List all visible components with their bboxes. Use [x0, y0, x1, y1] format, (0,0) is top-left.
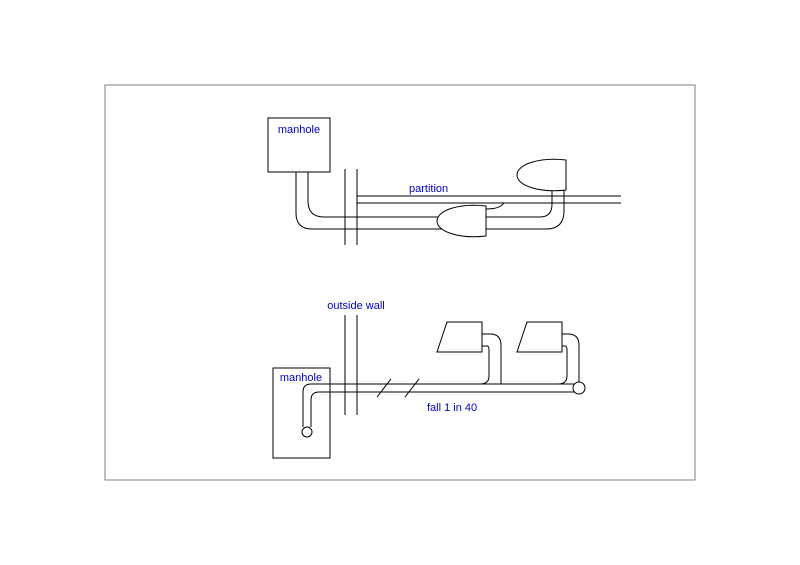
plan-view: manhole partition: [267, 117, 621, 245]
section-drain-bottom-line: [310, 391, 574, 427]
section-view: outside wall manhole fall 1 in 40: [272, 300, 586, 459]
section-manhole-label: manhole: [280, 372, 322, 384]
wc-pan-plan-lower: [436, 204, 487, 238]
section-manhole-box: [272, 367, 331, 459]
wc-right-branch-outer-line: [562, 333, 580, 382]
wc-pan-lower-sweep-connector: [485, 202, 505, 210]
wc-left-branch-inner-line: [479, 345, 490, 385]
wc-right-branch-inner-line: [557, 345, 568, 385]
partition-label: partition: [409, 183, 448, 195]
drain-end-opening: [572, 381, 586, 395]
outside-wall-label: outside wall: [327, 300, 384, 312]
wc-left-branch-outer-line: [482, 333, 502, 384]
fall-label: fall 1 in 40: [427, 402, 477, 414]
plan-manhole-box: [267, 117, 331, 173]
plan-manhole-label: manhole: [278, 124, 320, 136]
diagram-border: [104, 84, 696, 481]
wc-section-right: [516, 321, 563, 353]
plan-drain-pipe-outer-line: [295, 172, 565, 230]
section-drain-top-line: [302, 383, 574, 427]
manhole-channel-outlet: [301, 426, 313, 438]
pipe-break-mark-2: [404, 378, 420, 398]
wc-pan-plan-upper: [516, 158, 567, 192]
plan-drain-pipe-inner-line: [307, 172, 553, 218]
pipe-break-mark-1: [376, 378, 392, 398]
wc-section-left: [436, 321, 483, 353]
